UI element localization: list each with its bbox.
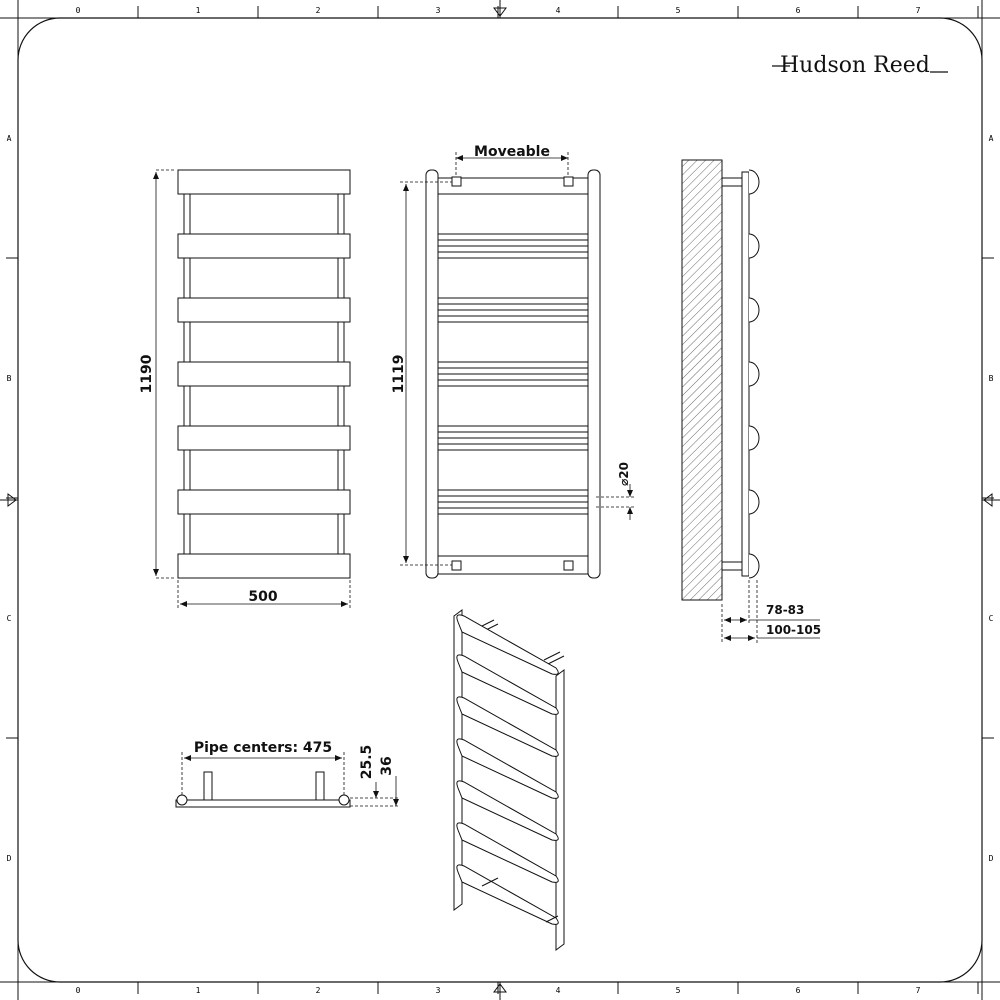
- side-view-dimensions: [721, 580, 820, 644]
- grid-col-label-bottom: 3: [436, 986, 441, 995]
- grid-row-label-left: C: [7, 614, 12, 623]
- grid-col-label-top: 4: [556, 6, 561, 15]
- overall-height-label: 1190: [139, 354, 155, 393]
- grid-col-label-top: 0: [76, 6, 81, 15]
- grid-col-label-top: 6: [796, 6, 801, 15]
- isometric-view: [453, 609, 565, 951]
- overall-width-label: 500: [248, 589, 277, 605]
- grid-col-label-bottom: 1: [196, 986, 201, 995]
- bottom-offset-a-label: 25.5: [359, 745, 375, 780]
- front-view-dimensions: [153, 169, 351, 608]
- grid-row-label-left: B: [7, 374, 12, 383]
- wall-gap-min-label: 78-83: [766, 603, 804, 617]
- rear-view: [425, 169, 601, 579]
- pipe-height-label: 1119: [391, 355, 407, 394]
- side-view: [681, 159, 760, 601]
- grid-col-label-bottom: 5: [676, 986, 681, 995]
- grid-row-label-right: B: [989, 374, 994, 383]
- grid-col-label-top: 1: [196, 6, 201, 15]
- moveable-label: Moveable: [474, 144, 550, 160]
- grid-col-label-top: 7: [916, 6, 921, 15]
- wall-gap-max-label: 100-105: [766, 623, 821, 637]
- grid-row-label-right: C: [989, 614, 994, 623]
- grid-col-label-bottom: 2: [316, 986, 321, 995]
- pipe-diameter-label: ⌀20: [617, 462, 631, 486]
- grid-col-label-bottom: 6: [796, 986, 801, 995]
- grid-col-label-top: 5: [676, 6, 681, 15]
- bottom-offset-b-label: 36: [379, 756, 395, 775]
- grid-col-label-top: 2: [316, 6, 321, 15]
- grid-col-label-bottom: 4: [556, 986, 561, 995]
- grid-row-label-right: A: [989, 134, 994, 143]
- grid-col-label-bottom: 0: [76, 986, 81, 995]
- rear-view-dimensions: [400, 152, 636, 566]
- pipe-centers-label: Pipe centers: 475: [194, 740, 332, 756]
- grid-col-label-top: 3: [436, 6, 441, 15]
- grid-row-label-left: D: [7, 854, 12, 863]
- brand-name: Hudson Reed: [780, 53, 930, 78]
- front-view: [177, 169, 351, 579]
- brand-logo: Hudson Reed: [772, 53, 948, 78]
- grid-col-label-bottom: 7: [916, 986, 921, 995]
- grid-row-label-left: A: [7, 134, 12, 143]
- bottom-view: [175, 771, 351, 808]
- grid-row-label-right: D: [989, 854, 994, 863]
- bottom-view-dimensions: [181, 752, 400, 807]
